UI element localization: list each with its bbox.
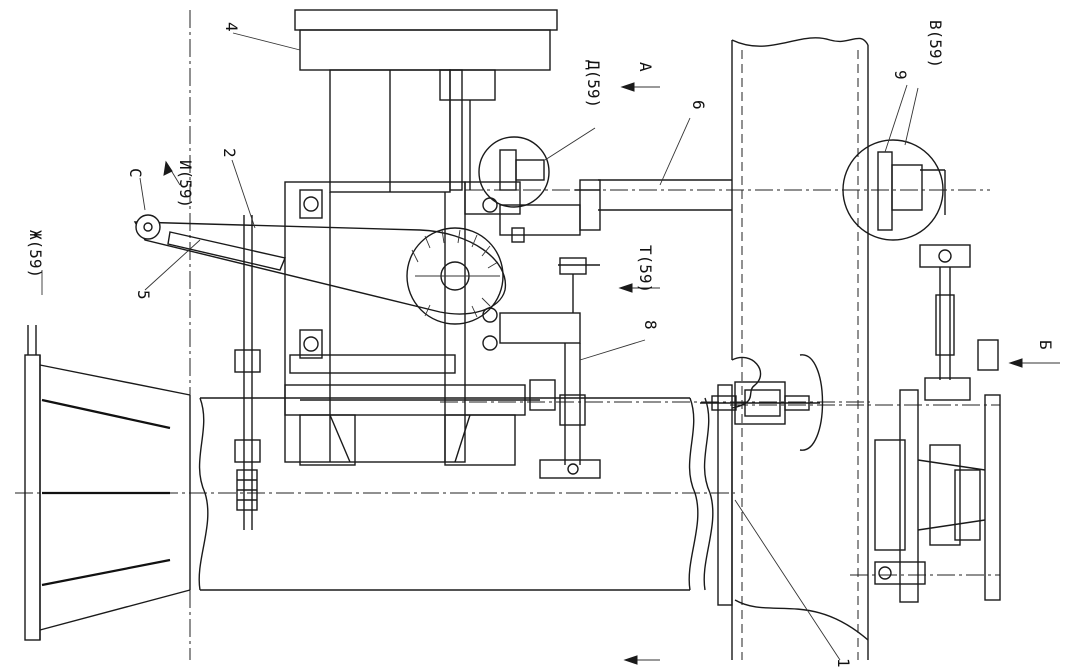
left-link-rods bbox=[234, 215, 261, 530]
horizontal-tube bbox=[198, 397, 714, 591]
label-part-4: 4 bbox=[222, 22, 241, 32]
view-arrows bbox=[41, 82, 1060, 665]
labels: 4 2 C И(59) 5 Ж(59) A Д(59) 6 T(59) 8 B(… bbox=[26, 20, 1055, 668]
label-point-c: C bbox=[126, 168, 145, 178]
upper-bracket bbox=[464, 179, 732, 243]
label-detail-t: T(59) bbox=[636, 245, 655, 293]
label-part-1: 1 bbox=[834, 658, 853, 668]
label-detail-d: Д(59) bbox=[584, 60, 603, 108]
vertical-pipe bbox=[717, 37, 869, 660]
support-rods bbox=[284, 354, 556, 466]
turnbuckle-8 bbox=[482, 257, 601, 479]
right-turnbuckle bbox=[919, 244, 971, 401]
label-part-2: 2 bbox=[220, 148, 239, 158]
right-flange-assembly bbox=[874, 339, 1001, 603]
mounting-plate bbox=[284, 181, 466, 463]
detail-circle-d bbox=[478, 136, 550, 208]
label-detail-zh: Ж(59) bbox=[26, 230, 45, 278]
leader-lines bbox=[139, 32, 919, 661]
label-part-5: 5 bbox=[134, 290, 153, 300]
left-flange-stand bbox=[24, 325, 191, 641]
label-view-b: Б bbox=[1036, 340, 1055, 350]
lever-2 bbox=[133, 214, 507, 325]
label-part-8: 8 bbox=[641, 320, 660, 330]
pipe-bolt bbox=[700, 381, 820, 425]
unit-4 bbox=[294, 9, 558, 193]
label-view-a: A bbox=[636, 62, 655, 72]
label-part-6: 6 bbox=[689, 100, 708, 110]
label-detail-i: И(59) bbox=[176, 160, 195, 208]
label-part-9: 9 bbox=[891, 70, 910, 80]
label-detail-v: B(59) bbox=[926, 20, 945, 68]
